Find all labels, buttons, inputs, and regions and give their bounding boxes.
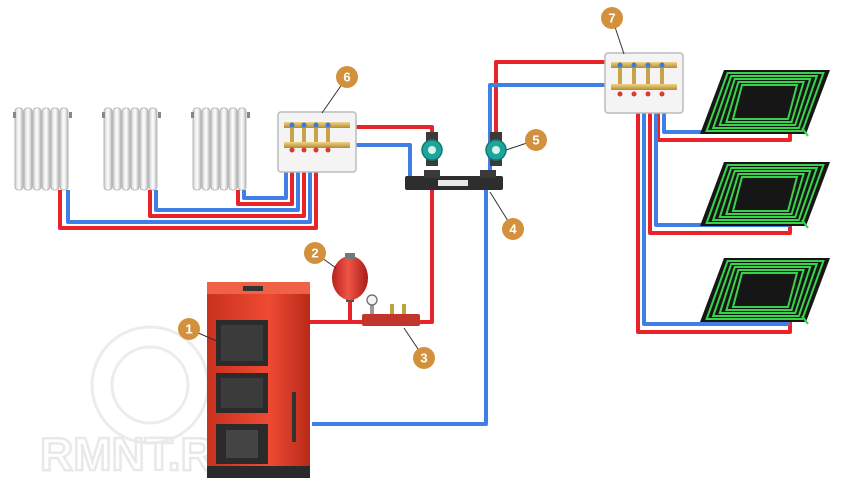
radiator-manifold-cabinet bbox=[277, 111, 357, 173]
floor-heating-coil bbox=[725, 269, 805, 311]
marker-number: 5 bbox=[532, 133, 539, 148]
marker-safety-group: 3 bbox=[403, 327, 435, 369]
safety-group bbox=[362, 294, 420, 326]
floor-loop-1 bbox=[700, 70, 830, 137]
radiator-section bbox=[210, 107, 220, 191]
marker-circulation-pump: 5 bbox=[505, 129, 547, 151]
floor-heating-coil bbox=[705, 72, 825, 132]
radiator-section bbox=[219, 107, 229, 191]
radiator-3 bbox=[191, 107, 250, 191]
floor-loop-3 bbox=[700, 258, 830, 325]
floor-heating-coil bbox=[711, 167, 819, 221]
floor-heating-coil bbox=[711, 263, 819, 317]
boiler-return-pipe bbox=[312, 190, 488, 426]
marker-badge bbox=[178, 318, 200, 340]
marker-number: 3 bbox=[420, 351, 427, 366]
radiator-section bbox=[192, 107, 202, 191]
manifold6-return-pipe bbox=[355, 143, 412, 176]
radiator-return-pipe-1 bbox=[66, 172, 312, 224]
boiler-middle-door bbox=[216, 373, 268, 413]
floor-loop-2 bbox=[700, 162, 830, 229]
radiator-section bbox=[23, 107, 33, 191]
radiator-supply-pipe-1 bbox=[58, 172, 318, 230]
floor-return-main-pipe bbox=[488, 83, 610, 176]
marker-hydraulic-separator: 4 bbox=[489, 191, 524, 240]
radiator-section bbox=[112, 107, 122, 191]
radiator-2 bbox=[102, 107, 161, 191]
radiator-section bbox=[32, 107, 42, 191]
floor-heating-coil bbox=[718, 266, 812, 314]
radiator-section bbox=[50, 107, 60, 191]
radiator-section bbox=[228, 107, 238, 191]
manifold6-valves bbox=[290, 128, 330, 142]
floor-heating-coil bbox=[705, 164, 825, 224]
marker-number: 4 bbox=[509, 222, 517, 237]
radiator-1 bbox=[13, 107, 72, 191]
watermark-sunburst bbox=[90, 325, 210, 445]
floor-heating-group bbox=[700, 70, 830, 325]
radiator-section bbox=[148, 107, 158, 191]
radiator-supply-pipe-3 bbox=[236, 172, 294, 206]
manifold6-supply-pipe bbox=[355, 125, 434, 140]
marker-badge bbox=[336, 66, 358, 88]
radiator-return-pipe-2 bbox=[154, 172, 300, 212]
floor-heating-coil bbox=[718, 78, 812, 126]
boiler-ash-door bbox=[216, 424, 268, 464]
floor-heating-coil bbox=[731, 84, 799, 120]
floor-heating-coil bbox=[718, 170, 812, 218]
pipe-network bbox=[58, 60, 792, 426]
floor-heating-coil bbox=[711, 75, 819, 129]
marker-number: 7 bbox=[608, 11, 615, 26]
circulation-pump-right bbox=[485, 132, 507, 166]
floor-heating-coil bbox=[731, 176, 799, 212]
radiator-section bbox=[139, 107, 149, 191]
radiator-group bbox=[13, 107, 250, 191]
circulation-pump-left bbox=[421, 132, 443, 166]
marker-expansion-tank: 2 bbox=[304, 242, 337, 269]
expansion-tank bbox=[332, 253, 368, 302]
radiator-section bbox=[59, 107, 69, 191]
marker-radiator-manifold: 6 bbox=[321, 66, 358, 114]
radiator-section bbox=[237, 107, 247, 191]
marker-floor-manifold: 7 bbox=[601, 7, 625, 55]
radiator-return-pipe-3 bbox=[242, 172, 288, 200]
marker-badge bbox=[413, 347, 435, 369]
marker-badge bbox=[502, 218, 524, 240]
floor-supply-main-pipe bbox=[494, 60, 610, 140]
floor-heating-coil bbox=[731, 272, 799, 308]
radiator-section bbox=[201, 107, 211, 191]
floor-heating-coil bbox=[725, 81, 805, 123]
floor-heating-coil bbox=[725, 173, 805, 215]
marker-badge bbox=[601, 7, 623, 29]
radiator-section bbox=[130, 107, 140, 191]
marker-number: 2 bbox=[311, 246, 318, 261]
radiator-section bbox=[121, 107, 131, 191]
radiator-supply-pipe-2 bbox=[148, 172, 306, 218]
boiler-upper-door bbox=[216, 320, 268, 366]
solid-fuel-boiler bbox=[207, 282, 310, 478]
radiator-section bbox=[14, 107, 24, 191]
radiator-section bbox=[103, 107, 113, 191]
marker-layer: 1 2 3 4 5 6 7 bbox=[178, 7, 625, 369]
floor-manifold-cabinet bbox=[604, 52, 684, 114]
floor-loop-return-pipe-3 bbox=[642, 112, 790, 326]
marker-badge bbox=[304, 242, 326, 264]
marker-number: 1 bbox=[185, 322, 192, 337]
radiator-section bbox=[41, 107, 51, 191]
marker-boiler: 1 bbox=[178, 318, 220, 343]
marker-badge bbox=[525, 129, 547, 151]
marker-number: 6 bbox=[343, 70, 350, 85]
floor-heating-coil bbox=[705, 260, 825, 320]
hydraulic-separator bbox=[405, 170, 503, 190]
